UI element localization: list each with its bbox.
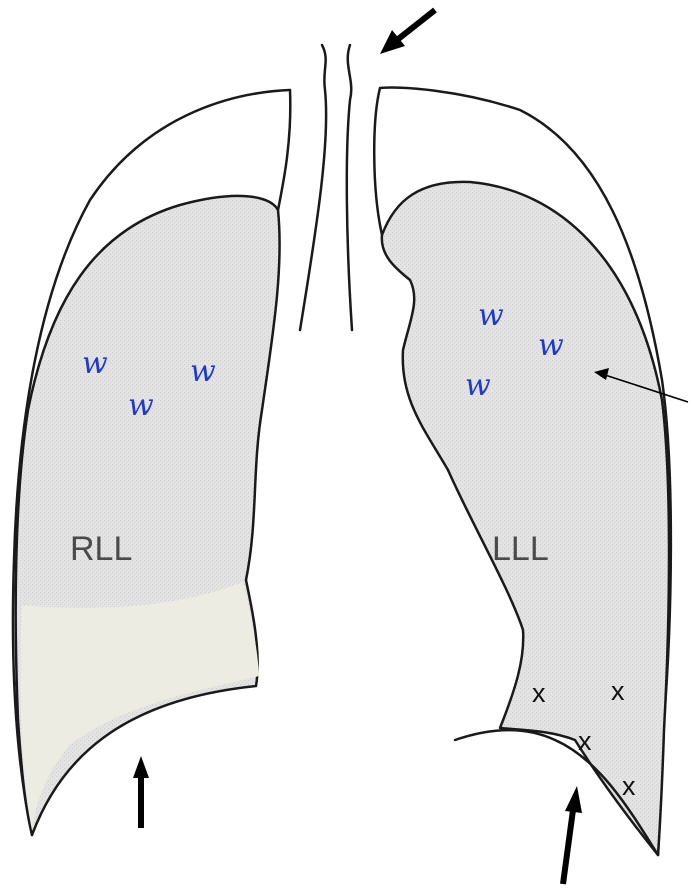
left-lung: LLL w w w x x x x <box>374 88 671 855</box>
trachea-arrow <box>380 10 435 54</box>
wheeze-mark: w <box>190 354 216 389</box>
crackle-mark: x <box>578 726 592 756</box>
wheeze-mark: w <box>478 298 504 333</box>
wheeze-mark: w <box>465 368 491 403</box>
right-lung: RLL w w w <box>13 90 290 835</box>
left-lower-lobe <box>382 182 669 855</box>
lobe-label-rll: RLL <box>70 530 132 568</box>
lobe-label-lll: LLL <box>492 530 549 568</box>
wheeze-mark: w <box>128 388 154 423</box>
crackle-mark: x <box>622 771 636 801</box>
crackle-mark: x <box>611 676 625 706</box>
wheeze-mark: w <box>82 346 108 381</box>
trachea-right-wall <box>300 45 326 330</box>
left-base-arrow <box>563 786 582 884</box>
left-upper-lobe-edge <box>374 88 382 235</box>
wheeze-mark: w <box>538 328 564 363</box>
crackle-mark: x <box>532 678 546 708</box>
trachea <box>300 45 352 330</box>
right-upper-lobe-edge <box>278 90 290 210</box>
trachea-left-wall <box>347 45 352 330</box>
right-base-arrow <box>133 756 149 828</box>
